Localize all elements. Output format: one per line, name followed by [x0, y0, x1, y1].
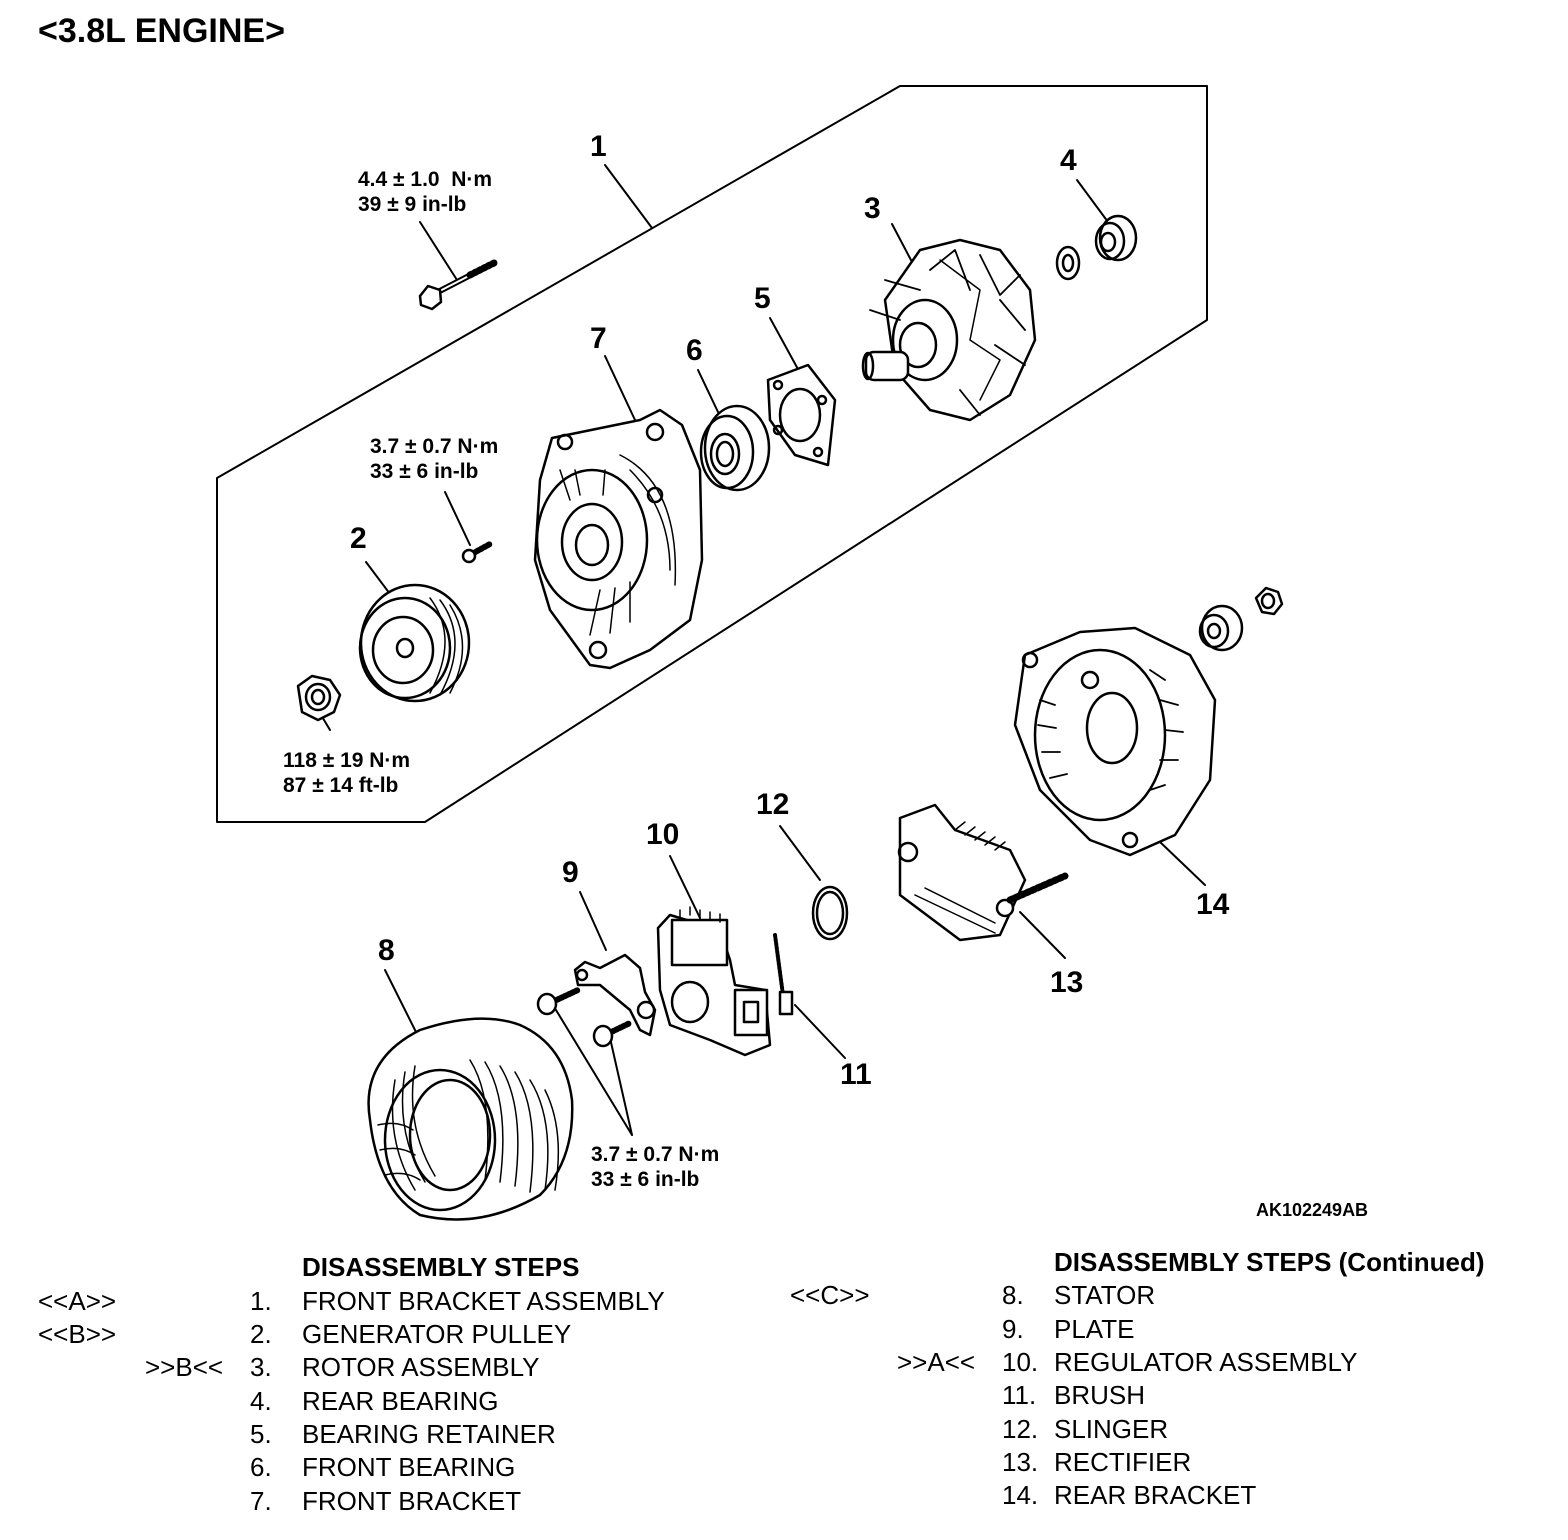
- callout-8: 8: [378, 934, 395, 967]
- callout-11: 11: [840, 1058, 872, 1091]
- step-row: >>B<< 3. ROTOR ASSEMBLY: [0, 1352, 760, 1382]
- step-number: 6.: [250, 1452, 272, 1482]
- step-row: 13. RECTIFIER: [780, 1447, 1540, 1477]
- step-name: BEARING RETAINER: [302, 1419, 556, 1449]
- step-number: 14.: [1002, 1480, 1039, 1510]
- step-row: 12. SLINGER: [780, 1414, 1540, 1444]
- page-title: <3.8L ENGINE>: [38, 12, 285, 50]
- step-row: <<C>> 8. STATOR: [780, 1280, 1540, 1310]
- callout-5: 5: [754, 282, 771, 315]
- step-mark: <<A>>: [38, 1286, 117, 1316]
- callout-3: 3: [864, 192, 881, 225]
- step-row: >>A<< 10. REGULATOR ASSEMBLY: [780, 1347, 1540, 1377]
- step-name: REGULATOR ASSEMBLY: [1054, 1347, 1358, 1377]
- step-number: 5.: [250, 1419, 272, 1449]
- front-bracket-assembly-outline: [216, 85, 1208, 823]
- rectifier-icon: [897, 803, 1069, 942]
- step-name: FRONT BRACKET ASSEMBLY: [302, 1286, 665, 1316]
- step-name: BRUSH: [1054, 1380, 1146, 1410]
- callout-9: 9: [562, 856, 579, 889]
- pulley-nut-icon: [296, 674, 342, 722]
- step-name: RECTIFIER: [1054, 1447, 1192, 1477]
- rear-bracket-icon: [1013, 626, 1217, 857]
- callout-10: 10: [646, 818, 680, 851]
- step-number: 12.: [1002, 1414, 1039, 1444]
- brush-icon: [773, 933, 794, 1016]
- rotor-assembly-icon: [861, 238, 1037, 422]
- step-row: 9. PLATE: [780, 1314, 1540, 1344]
- callout-14: 14: [1196, 888, 1230, 921]
- step-mark: <<C>>: [790, 1280, 870, 1310]
- step-name: FRONT BEARING: [302, 1452, 516, 1482]
- front-bearing-icon: [699, 404, 771, 492]
- step-name: FRONT BRACKET: [302, 1486, 522, 1516]
- plate-screw-icon: [536, 987, 633, 1048]
- through-bolt-long-icon: [418, 259, 498, 311]
- stator-icon: [367, 1017, 574, 1221]
- step-number: 4.: [250, 1386, 272, 1416]
- torque-spec-through-bolt: 4.4 ± 1.0 N·m 39 ± 9 in-lb: [358, 168, 493, 216]
- step-row: <<A>> 1. FRONT BRACKET ASSEMBLY: [0, 1286, 760, 1316]
- slinger-icon: [811, 885, 849, 941]
- step-number: 2.: [250, 1319, 272, 1349]
- callout-1: 1: [590, 130, 607, 163]
- torque-spec-plate-screws: 3.7 ± 0.7 N·m 33 ± 6 in-lb: [591, 1143, 720, 1191]
- front-bracket-icon: [533, 408, 704, 670]
- step-row: 5. BEARING RETAINER: [0, 1419, 760, 1449]
- step-name: SLINGER: [1054, 1414, 1169, 1444]
- step-mark: >>A<<: [897, 1347, 976, 1377]
- rear-nut-icon: [1198, 586, 1284, 652]
- step-name: ROTOR ASSEMBLY: [302, 1352, 540, 1382]
- rear-bearing-icon: [1055, 214, 1138, 281]
- step-number: 3.: [250, 1352, 272, 1382]
- callout-13: 13: [1050, 966, 1084, 999]
- steps-heading-right: DISASSEMBLY STEPS (Continued): [1054, 1247, 1485, 1277]
- step-row: 4. REAR BEARING: [0, 1386, 760, 1416]
- step-number: 10.: [1002, 1347, 1039, 1377]
- step-row: 6. FRONT BEARING: [0, 1452, 760, 1482]
- step-name: PLATE: [1054, 1314, 1135, 1344]
- step-row: 14. REAR BRACKET: [780, 1480, 1540, 1510]
- generator-pulley-icon: [358, 583, 471, 703]
- step-name: STATOR: [1054, 1280, 1156, 1310]
- plate-icon: [573, 953, 657, 1037]
- step-number: 7.: [250, 1486, 272, 1516]
- short-screw-icon: [461, 541, 493, 564]
- callout-7: 7: [590, 322, 607, 355]
- step-row: <<B>> 2. GENERATOR PULLEY: [0, 1319, 760, 1349]
- step-number: 1.: [250, 1286, 272, 1316]
- step-name: REAR BEARING: [302, 1386, 499, 1416]
- step-mark: <<B>>: [38, 1319, 117, 1349]
- step-row: 7. FRONT BRACKET: [0, 1486, 760, 1516]
- torque-spec-front-bracket-screw: 3.7 ± 0.7 N·m 33 ± 6 in-lb: [370, 435, 499, 483]
- step-name: REAR BRACKET: [1054, 1480, 1257, 1510]
- torque-spec-pulley-nut: 118 ± 19 N·m 87 ± 14 ft-lb: [283, 749, 411, 797]
- callout-12: 12: [756, 788, 790, 821]
- step-number: 11.: [1002, 1380, 1037, 1410]
- callout-6: 6: [686, 334, 703, 367]
- regulator-assembly-icon: [656, 906, 772, 1057]
- figure-id: AK102249AB: [1256, 1200, 1369, 1220]
- step-name: GENERATOR PULLEY: [302, 1319, 572, 1349]
- steps-heading-left: DISASSEMBLY STEPS: [302, 1252, 580, 1282]
- step-number: 13.: [1002, 1447, 1039, 1477]
- callout-4: 4: [1060, 144, 1077, 177]
- step-number: 9.: [1002, 1314, 1024, 1344]
- bearing-retainer-icon: [766, 363, 837, 467]
- step-mark: >>B<<: [145, 1352, 224, 1382]
- step-row: 11. BRUSH: [780, 1380, 1540, 1410]
- callout-2: 2: [350, 522, 367, 555]
- step-number: 8.: [1002, 1280, 1024, 1310]
